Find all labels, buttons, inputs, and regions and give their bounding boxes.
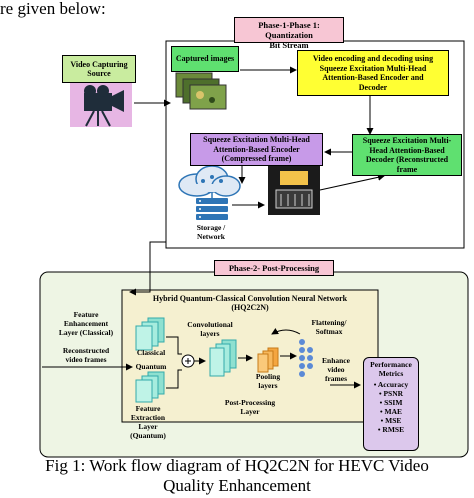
feature-extraction-label: Feature Extraction Layer (Quantum)	[120, 404, 176, 440]
feature-enh-line3: Layer (Classical)	[58, 328, 114, 337]
enhance-line3: frames	[324, 374, 348, 383]
decoder-line4: frame	[396, 164, 418, 174]
storage-line1: Storage /	[196, 223, 226, 232]
quantum-label: Quantum	[135, 362, 167, 371]
reconstructed-line2: video frames	[65, 355, 107, 364]
post-line1: Post-Processing	[224, 398, 276, 407]
metrics-box: Performance Metrics • Accuracy • PSNR • …	[363, 357, 419, 451]
encode-decode-line1: Video encoding and decoding using	[312, 54, 434, 63]
conv-line2: layers	[200, 329, 220, 338]
feature-enhancement-label: Feature Enhancement Layer (Classical)	[42, 310, 130, 337]
metric-item: • RMSE	[377, 425, 405, 434]
pooling-line2: layers	[258, 381, 278, 390]
reconstructed-line1: Reconstructed	[62, 346, 110, 355]
storage-line2: Network	[197, 232, 225, 241]
captured-images-box: Captured images	[171, 46, 239, 72]
captured-images-label: Captured images	[175, 54, 235, 64]
hybrid-title-line1: Hybrid Quantum-Classical Convolution Neu…	[152, 294, 348, 303]
enhance-frames-label: Enhance video frames	[314, 356, 358, 383]
arrow-chip-to-decoder	[319, 173, 385, 191]
hybrid-title-line2: (HQ2C2N)	[231, 303, 269, 312]
pooling-layers-label: Pooling layers	[246, 372, 290, 390]
storage-label: Storage / Network	[182, 223, 240, 241]
metric-item: • MAE	[379, 407, 402, 416]
video-camera-icon	[70, 83, 132, 127]
metrics-list: • Accuracy • PSNR • SSIM • MAE • MSE • R…	[364, 380, 418, 434]
feature-ext-line4: (Quantum)	[130, 431, 166, 440]
flatten-nodes	[299, 339, 313, 377]
hybrid-title: Hybrid Quantum-Classical Convolution Neu…	[124, 294, 376, 312]
metrics-title: Performance Metrics	[364, 360, 418, 378]
encoder-line3: (Compressed frame)	[221, 154, 292, 164]
video-source-box: Video Capturing Source	[62, 55, 136, 83]
pooling-stack	[257, 347, 279, 373]
conv-stack	[209, 339, 237, 377]
phase1-title-line2: Bit Stream	[269, 40, 309, 50]
enhance-line1: Enhance	[322, 356, 350, 365]
decoder-line3: Decoder (Reconstructed	[365, 155, 449, 164]
enhance-line2: video	[327, 365, 345, 374]
loop-arrow	[271, 327, 301, 335]
encode-decode-line2: Squeeze Excitation Multi-Head	[319, 63, 427, 73]
phase1-title: Phase-1-Phase 1: Quantization Bit Stream	[234, 17, 344, 50]
figure-caption-line2: Quality Enhancement	[163, 476, 311, 495]
encoder-line1: Squeeze Excitation Multi-Head	[203, 135, 310, 145]
cloud-storage-icon	[178, 165, 241, 220]
feature-enh-line1: Feature	[73, 310, 99, 319]
video-source-line2: Source	[87, 69, 111, 78]
metrics-title-line1: Performance	[370, 360, 412, 369]
conv-line1: Convolutional	[187, 320, 233, 329]
decoder-box: Squeeze Excitation Multi- Head Attention…	[352, 134, 462, 176]
captured-images-icon	[175, 72, 227, 110]
phase2-title-text: Phase-2- Post-Processing	[228, 263, 320, 273]
flatten-line2: Softmax	[315, 327, 343, 336]
post-processing-label: Post-Processing Layer	[208, 398, 292, 416]
post-line2: Layer	[240, 407, 260, 416]
feature-ext-line1: Feature	[135, 404, 161, 413]
arrow-phase1-to-phase2	[129, 241, 166, 296]
encoder-box: Squeeze Excitation Multi-Head Attention-…	[190, 133, 323, 166]
feature-ext-line3: Layer	[138, 422, 158, 431]
video-source-line1: Video Capturing	[70, 59, 128, 69]
metric-item: • PSNR	[378, 389, 404, 398]
feature-ext-line2: Extraction	[130, 413, 166, 422]
pooling-line1: Pooling	[255, 372, 281, 381]
encode-decode-line4: Decoder	[358, 82, 388, 92]
metric-item: • SSIM	[379, 398, 403, 407]
metric-item: • MSE	[380, 416, 402, 425]
phase2-title: Phase-2- Post-Processing	[214, 260, 334, 276]
chip-icon	[268, 165, 320, 215]
encode-decode-box: Video encoding and decoding using Squeez…	[297, 50, 449, 96]
decoder-line1: Squeeze Excitation Multi-	[362, 136, 452, 145]
classical-stack	[135, 317, 165, 351]
intro-text: re given below:	[0, 0, 106, 18]
phase1-title-line1: Phase-1-Phase 1: Quantization	[258, 20, 320, 40]
classical-label: Classical	[136, 348, 166, 357]
metrics-title-line2: Metrics	[378, 369, 404, 378]
feature-enh-line2: Enhancement	[63, 319, 109, 328]
encoder-line2: Attention-Based Encoder	[213, 144, 300, 154]
flatten-label: Flattening/ Softmax	[304, 318, 354, 336]
quantum-stack	[135, 371, 165, 403]
metric-item: • Accuracy	[373, 380, 409, 389]
decoder-line2: Head Attention-Based	[369, 145, 445, 155]
conv-layers-label: Convolutional layers	[180, 320, 240, 338]
figure-caption-line1: Fig 1: Work flow diagram of HQ2C2N for H…	[45, 456, 429, 475]
flatten-line1: Flattening/	[311, 318, 347, 327]
encode-decode-line3: Attention-Based Encoder and	[322, 73, 424, 82]
reconstructed-frames-label: Reconstructed video frames	[42, 346, 130, 364]
